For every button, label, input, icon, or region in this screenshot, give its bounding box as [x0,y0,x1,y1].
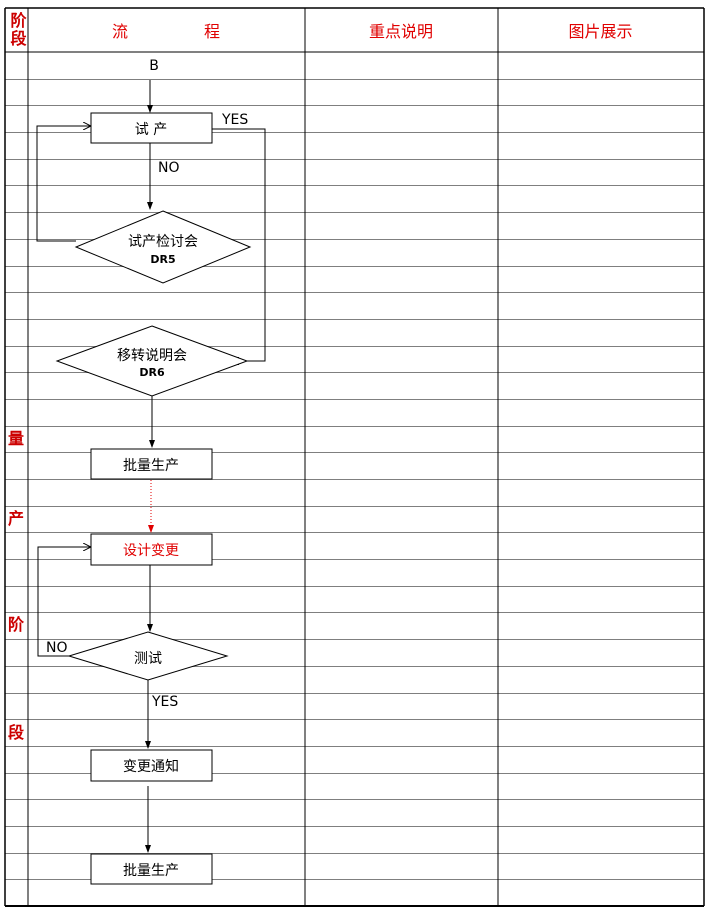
stage-char-2: 产 [7,509,24,528]
yes-label-2: YES [152,694,179,710]
yes-path-trial-to-transfer [212,128,266,361]
loop-test-to-change [37,547,90,657]
review-diamond [74,210,252,284]
transfer-label: 移转说明会 [117,348,187,364]
loop-review-to-trial [36,126,90,242]
review-code-label: DR5 [150,253,176,266]
header-stage-text: 阶段 [7,12,27,48]
stage-char-1: 量 [7,429,24,448]
transfer-code-label: DR6 [139,366,165,379]
test-label: 测试 [134,651,162,667]
yes-label-1: YES [222,112,249,128]
change-notice-label: 变更通知 [123,759,179,775]
change-notice-box [90,749,213,782]
trial-label: 试 产 [134,122,168,138]
start-label: B [149,58,159,74]
mass-production-label-1: 批量生产 [123,458,179,474]
header-images: 图片展示 [498,8,703,52]
header-flow-right: 程 [204,22,221,41]
header-key-points: 重点说明 [305,8,497,52]
design-change-box [90,533,213,566]
mass-production-box-1 [90,448,213,480]
stage-char-4: 段 [7,723,24,742]
design-change-label: 设计变更 [123,543,179,559]
header-stage: 阶段 [5,8,28,52]
no-label-1: NO [158,160,180,176]
header-images-text: 图片展示 [568,22,633,41]
review-label: 试产检讨会 [128,234,198,250]
header-flow-left: 流 [111,22,128,41]
mass-production-label-2: 批量生产 [123,863,179,879]
stage-char-3: 阶 [7,615,24,634]
mass-production-box-2 [90,853,213,885]
trial-box [90,112,213,144]
no-label-2: NO [46,640,68,656]
header-key-points-text: 重点说明 [368,22,433,41]
header-flow: 流 程 [28,8,304,52]
